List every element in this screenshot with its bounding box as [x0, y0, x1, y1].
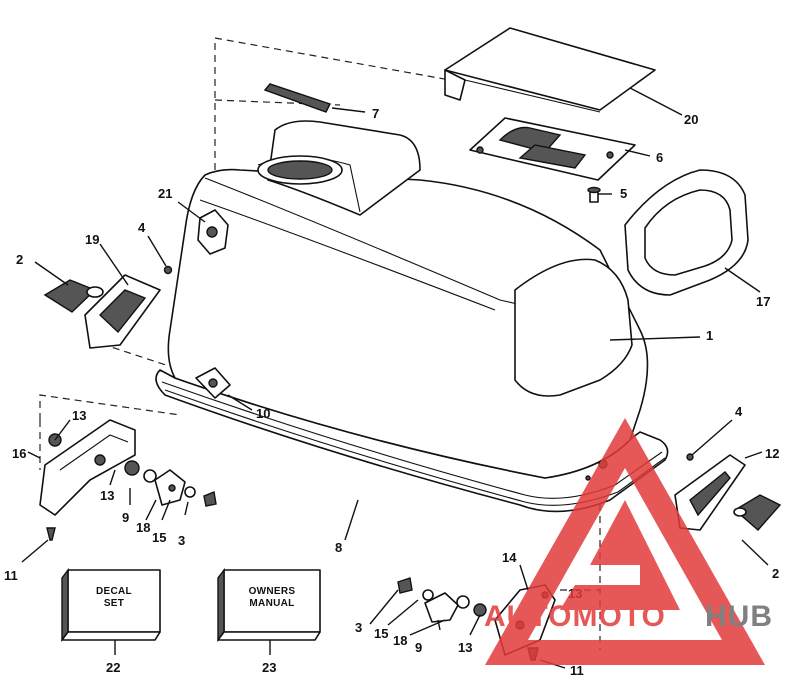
grommet-plate-left [84, 274, 161, 349]
callout-18-right: 18 [393, 633, 407, 648]
manual-line1: OWNERS [249, 586, 296, 597]
callout-15-left: 15 [152, 530, 166, 545]
watermark: AUTOMOTO HUB [484, 418, 773, 665]
side-latch [195, 367, 231, 399]
callout-18-left: 18 [136, 520, 150, 535]
callout-22: 22 [106, 660, 120, 675]
callout-7: 7 [372, 106, 379, 121]
callout-13-left: 13 [100, 488, 114, 503]
callout-19: 19 [85, 232, 99, 247]
callout-9-left: 9 [122, 510, 129, 525]
latch [197, 209, 229, 255]
watermark-triangle [485, 418, 765, 665]
callout-12: 12 [765, 446, 779, 461]
top-cover-plate [444, 27, 656, 113]
callout-16: 16 [12, 446, 26, 461]
callout-23: 23 [262, 660, 276, 675]
callout-20: 20 [684, 112, 698, 127]
callout-11-left: 11 [4, 568, 18, 583]
callout-1: 1 [706, 328, 713, 343]
callout-11-right: 11 [570, 663, 584, 678]
watermark-text-1: AUTOMOTO [484, 600, 666, 633]
callout-3-right: 3 [355, 620, 362, 635]
callout-2-right: 2 [772, 566, 779, 581]
callout-17: 17 [756, 294, 770, 309]
owners-manual-box: OWNERS MANUAL [217, 567, 321, 643]
cap-left [43, 279, 104, 313]
callout-3-left: 3 [178, 533, 185, 548]
screw-4-left [163, 265, 173, 275]
manual-line2: MANUAL [249, 598, 294, 609]
callout-4-left: 4 [138, 220, 146, 235]
screw-5 [587, 186, 601, 203]
callout-13-top-left: 13 [72, 408, 86, 423]
callout-13-right: 13 [458, 640, 472, 655]
screw-4-right [686, 453, 694, 461]
bracket-left [39, 419, 136, 541]
callout-9-right: 9 [415, 640, 422, 655]
decal-set-box: DECAL SET [61, 567, 161, 643]
callout-8: 8 [335, 540, 342, 555]
callout-14: 14 [502, 550, 517, 565]
hardware-right [397, 577, 487, 623]
grommet-plate-right [674, 454, 746, 531]
callout-6: 6 [656, 150, 663, 165]
callout-5: 5 [620, 186, 627, 201]
callout-21: 21 [158, 186, 172, 201]
motor-cover [155, 120, 669, 513]
callout-15-right: 15 [374, 626, 388, 641]
decal-line1: DECAL [96, 586, 132, 597]
callout-4-right: 4 [735, 404, 743, 419]
hardware-left [124, 460, 217, 507]
callout-2-left: 2 [16, 252, 23, 267]
window-frame [624, 169, 749, 296]
leader-lines [21, 87, 769, 669]
watermark-inner-mark [560, 500, 680, 610]
decal-line2: SET [104, 598, 124, 609]
strip-7 [263, 83, 331, 113]
gasket [469, 117, 636, 181]
watermark-text-2: HUB [705, 600, 773, 633]
callout-10: 10 [256, 406, 270, 421]
cap-right [733, 494, 782, 531]
